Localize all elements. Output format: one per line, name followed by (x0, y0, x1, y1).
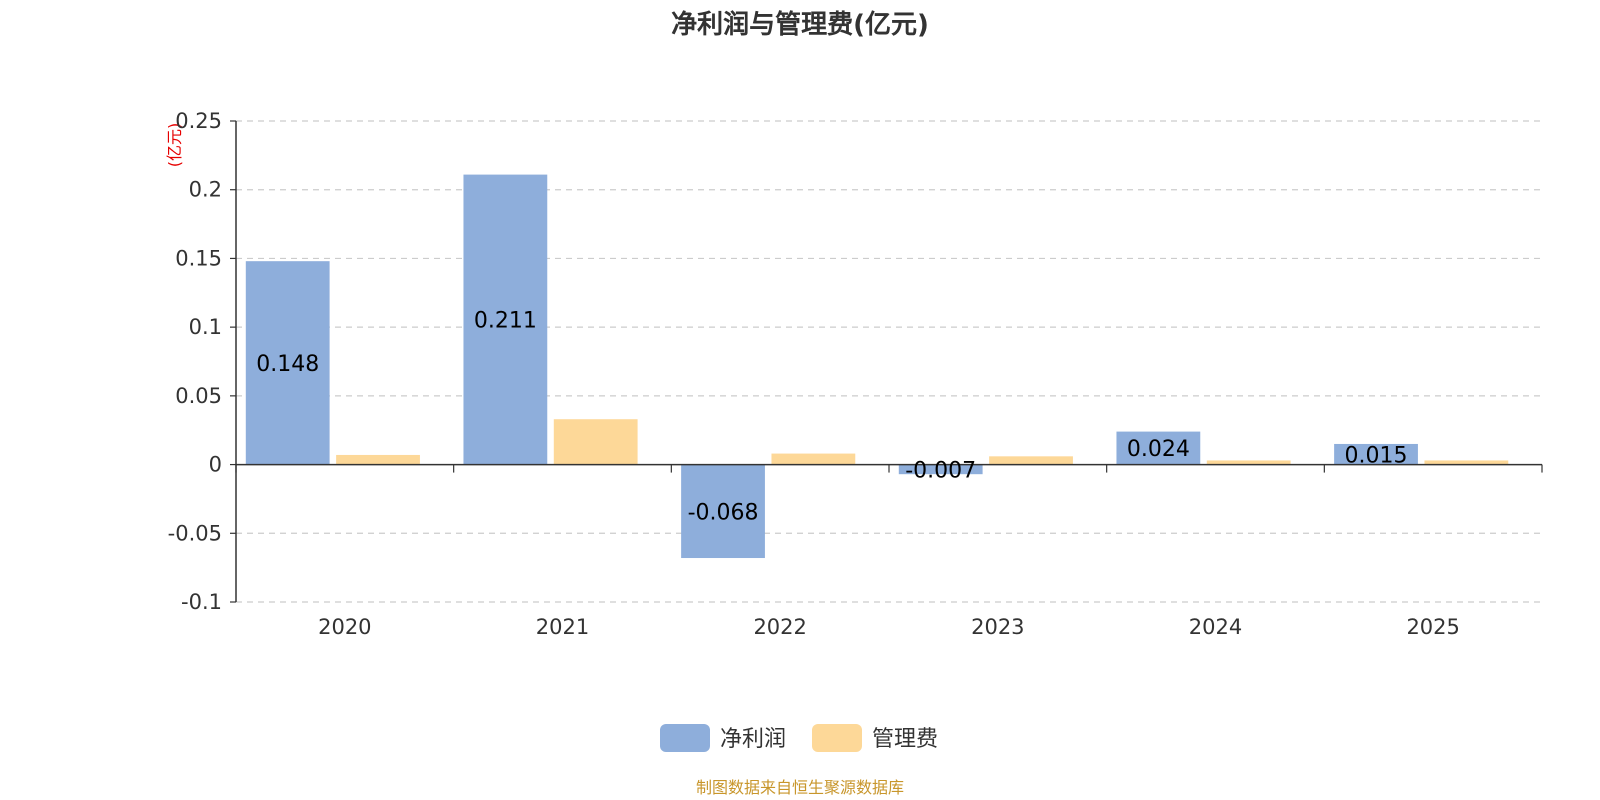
bars-group (245, 174, 1509, 559)
x-tick-label: 2023 (971, 615, 1024, 639)
x-tick-label: 2020 (318, 615, 371, 639)
bar-admin-expense (1424, 460, 1509, 465)
data-labels-group: 0.148 0.211 -0.068 -0.007 0.024 0.015 (256, 309, 1407, 526)
x-tick-label: 2021 (536, 615, 589, 639)
y-axis-unit: (亿元) (165, 123, 184, 168)
axes-group: 0.25 0.2 0.15 0.1 0.05 0 -0.05 -0.1 2020 2021 2022… (168, 109, 1543, 639)
bar-net-profit (1116, 431, 1201, 465)
y-tick-label: 0.25 (175, 109, 222, 133)
chart-title: 净利润与管理费(亿元) (671, 9, 929, 40)
data-label: 0.024 (1127, 437, 1190, 462)
y-tick-label: 0.05 (175, 384, 222, 408)
x-tick-label: 2022 (753, 615, 806, 639)
data-label: 0.015 (1345, 443, 1408, 468)
bar-net-profit (898, 464, 983, 475)
bar-admin-expense (771, 453, 856, 465)
legend-swatch (660, 724, 710, 752)
source-note: 制图数据来自恒生聚源数据库 (696, 778, 904, 797)
y-tick-label: 0.15 (175, 246, 222, 270)
bar-net-profit (1334, 443, 1418, 465)
y-tick-label: 0.1 (189, 315, 222, 339)
data-label: -0.007 (905, 458, 976, 483)
bar-net-profit (463, 174, 548, 465)
legend-label: 净利润 (720, 727, 786, 752)
legend: 净利润 管理费 (660, 724, 938, 752)
legend-label: 管理费 (872, 727, 938, 752)
bar-admin-expense (989, 456, 1073, 465)
bar-admin-expense (1206, 460, 1291, 465)
data-label: -0.068 (688, 500, 759, 525)
bar-admin-expense (553, 419, 638, 465)
bar-net-profit (681, 464, 765, 559)
y-tick-label: 0 (209, 453, 222, 477)
grid-lines (236, 120, 1542, 603)
data-label: 0.148 (256, 352, 319, 377)
bar-admin-expense (336, 454, 420, 465)
y-tick-label: 0.2 (189, 178, 222, 202)
data-label: 0.211 (474, 309, 537, 334)
legend-swatch (812, 724, 862, 752)
y-tick-label: -0.05 (168, 521, 222, 545)
y-tick-label: -0.1 (181, 590, 222, 614)
x-tick-label: 2025 (1406, 615, 1459, 639)
bar-net-profit (245, 261, 330, 465)
x-tick-label: 2024 (1189, 615, 1242, 639)
